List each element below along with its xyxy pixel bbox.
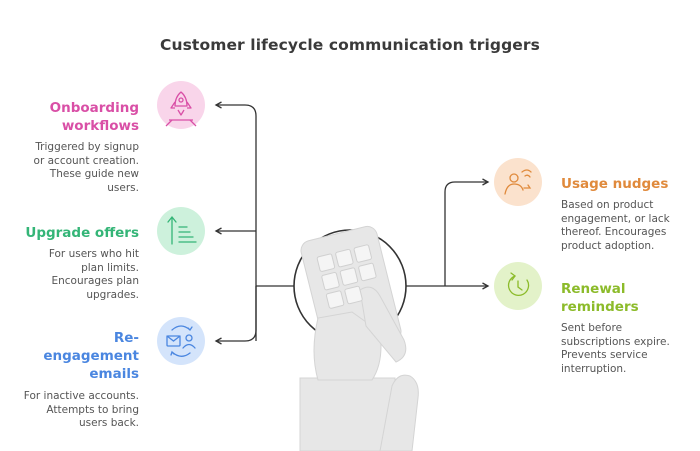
usage-desc-line: product adoption.	[561, 239, 655, 252]
upgrade-arrow-icon	[167, 215, 197, 245]
reengagement-title-line: Re-	[113, 330, 139, 346]
onboarding-title-line: workflows	[61, 118, 139, 134]
usage-title: Usage nudges	[561, 175, 696, 193]
diagram-title: Customer lifecycle communication trigger…	[160, 36, 540, 54]
reengagement-description: For inactive accounts. Attempts to bring…	[4, 390, 139, 431]
usage-desc-line: engagement, or lack	[561, 212, 670, 225]
renewal-title: Renewal reminders	[561, 280, 696, 316]
upgrade-icon-circle	[157, 207, 205, 255]
upgrade-desc-line: Encourages plan	[51, 275, 140, 287]
onboarding-description: Triggered by signup or account creation.…	[10, 141, 139, 195]
upgrade-title: Upgrade offers	[10, 224, 139, 242]
mail-user-icon	[166, 325, 196, 357]
onboarding-icon-circle	[157, 81, 205, 129]
left-connectors	[214, 101, 294, 345]
renewal-icon-circle	[494, 262, 542, 310]
upgrade-desc-line: plan limits.	[81, 261, 139, 274]
reengagement-icon-circle	[157, 317, 205, 365]
usage-desc-line: Based on product	[561, 199, 654, 211]
reengagement-title: Re- engagement emails	[20, 329, 139, 383]
reengagement-title-line: emails	[89, 366, 139, 382]
hand-tablet-illustration	[293, 225, 419, 451]
renewal-description: Sent before subscriptions expire. Preven…	[561, 322, 696, 376]
right-connectors	[406, 178, 490, 290]
onboarding-desc-line: These guide new	[49, 168, 139, 180]
onboarding-desc-line: users.	[107, 181, 139, 194]
renewal-desc-line: subscriptions expire.	[561, 335, 670, 348]
upgrade-description: For users who hit plan limits. Encourage…	[10, 248, 139, 302]
usage-title-line: Usage nudges	[561, 176, 669, 192]
usage-icon-circle	[494, 158, 542, 206]
renewal-clock-icon	[507, 272, 530, 296]
renewal-desc-line: Prevents service	[561, 349, 648, 361]
usage-desc-line: thereof. Encourages	[561, 226, 667, 238]
renewal-desc-line: Sent before	[561, 322, 623, 334]
renewal-desc-line: interruption.	[561, 362, 627, 375]
upgrade-desc-line: For users who hit	[48, 248, 139, 260]
usage-description: Based on product engagement, or lack the…	[561, 199, 696, 253]
onboarding-desc-line: Triggered by signup	[35, 141, 139, 153]
upgrade-desc-line: upgrades.	[86, 288, 139, 301]
reengagement-title-line: engagement	[43, 348, 139, 364]
reengagement-desc-line: Attempts to bring	[46, 403, 139, 416]
onboarding-desc-line: or account creation.	[33, 154, 139, 167]
onboarding-title: Onboarding workflows	[20, 99, 139, 135]
upgrade-title-line: Upgrade offers	[25, 225, 139, 241]
renewal-title-line: Renewal	[561, 281, 626, 297]
onboarding-title-line: Onboarding	[49, 100, 139, 116]
renewal-title-line: reminders	[561, 299, 639, 315]
rocket-icon	[165, 91, 197, 127]
usage-user-icon	[504, 169, 532, 195]
reengagement-desc-line: users back.	[78, 417, 139, 429]
reengagement-desc-line: For inactive accounts.	[23, 390, 139, 402]
